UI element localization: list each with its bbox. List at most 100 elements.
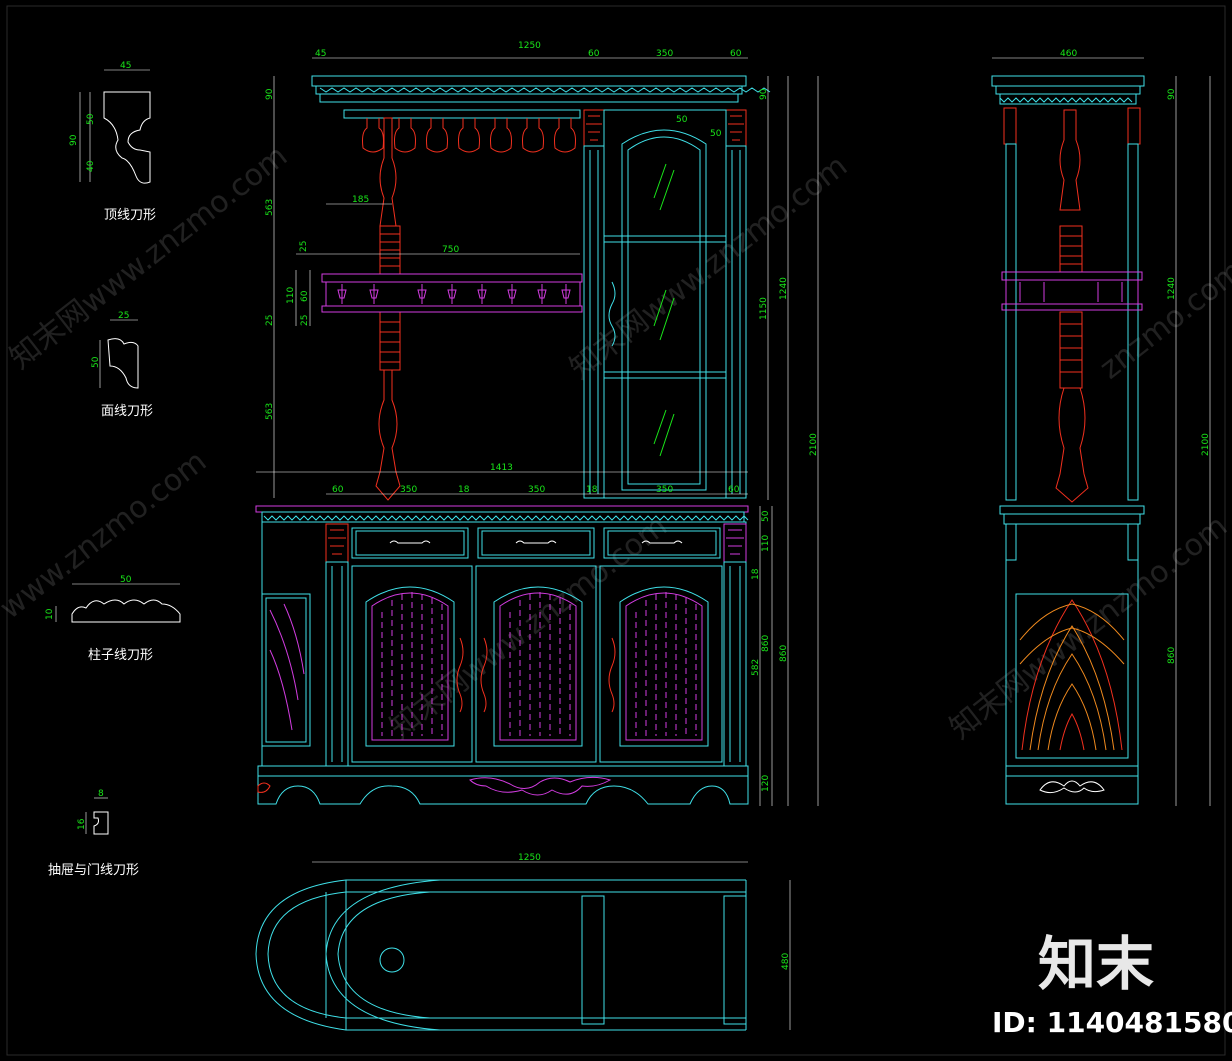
carved-capital	[725, 109, 747, 147]
dim-text: 460	[1060, 49, 1077, 59]
dim-text: 350	[400, 485, 417, 495]
profile-label: 顶线刀形	[104, 208, 156, 223]
profile-top-line: 45 90 50 40 顶线刀形	[69, 61, 156, 223]
drawer-door-profile-shape	[93, 811, 109, 835]
plan-column	[581, 895, 605, 1025]
dim-text: 1250	[518, 853, 541, 863]
door[interactable]	[599, 565, 723, 763]
dim-text: 90	[69, 134, 79, 146]
dim-text: 350	[656, 49, 673, 59]
watermark-text: www.znzmo.com	[0, 444, 213, 626]
drawer-front[interactable]	[477, 527, 595, 559]
wood-grain	[269, 603, 305, 731]
dim-text: 60	[730, 49, 742, 59]
profile-label: 柱子线刀形	[88, 648, 153, 663]
pilaster	[583, 145, 605, 499]
drawer-front[interactable]	[351, 527, 469, 559]
drawers	[351, 527, 721, 559]
dim-text: 350	[656, 485, 673, 495]
cabinet-doors	[351, 565, 723, 763]
wood-grain	[1019, 599, 1125, 751]
dim-text: 860	[779, 645, 789, 662]
glass-rack	[343, 109, 581, 119]
carved-capital	[1127, 107, 1141, 145]
dim-text: 350	[528, 485, 545, 495]
crown-molding	[311, 75, 771, 103]
dim-text: 8	[98, 789, 104, 799]
dim-text: 25	[118, 311, 129, 321]
plinth	[257, 765, 749, 805]
door-handle[interactable]	[608, 637, 616, 713]
side-elevation: 460	[991, 49, 1211, 806]
dim-text: 860	[1167, 647, 1177, 664]
dim-text: 10	[45, 608, 55, 620]
counter-top	[255, 505, 749, 513]
dim-text: 50	[676, 115, 688, 125]
profile-face-line: 25 50 面线刀形	[91, 311, 153, 419]
door-handle[interactable]	[456, 637, 464, 713]
profile-label: 面线刀形	[101, 404, 153, 419]
face-line-profile-shape	[107, 338, 139, 389]
carved-capital	[1003, 107, 1017, 145]
dim-text: 45	[315, 49, 326, 59]
turned-column	[375, 117, 401, 501]
dim-text: 60	[728, 485, 740, 495]
profile-label: 抽屉与门线刀形	[48, 863, 139, 878]
dim-text: 60	[588, 49, 600, 59]
glass-door: 50 50	[603, 109, 727, 499]
dim-text: 25	[265, 315, 275, 326]
drawer-front[interactable]	[603, 527, 721, 559]
drawer-handle[interactable]	[389, 540, 431, 544]
door[interactable]	[475, 565, 597, 763]
watermarks: 知末网www.znzmo.com 知末网www.znzmo.com www.zn…	[0, 138, 1232, 746]
column-line-profile-shape	[71, 599, 181, 623]
dim-text: 1250	[518, 41, 541, 51]
dim-text: 582	[751, 659, 761, 676]
dim-text: 563	[265, 199, 275, 216]
drawer-handle[interactable]	[515, 540, 557, 544]
carved-capital	[583, 109, 605, 147]
dim-text: 45	[120, 61, 131, 71]
dim-text: 2100	[1201, 433, 1211, 456]
door[interactable]	[351, 565, 473, 763]
dim-text: 40	[86, 160, 96, 172]
dim-text: 750	[442, 245, 459, 255]
dim-text: 90	[265, 88, 275, 100]
dim-text: 2100	[809, 433, 819, 456]
plan-column	[723, 895, 747, 1025]
dim-text: 18	[586, 485, 598, 495]
watermark-text: 知末网www.znzmo.com	[383, 508, 674, 746]
dim-text: 18	[458, 485, 470, 495]
dim-text: 90	[1167, 88, 1177, 100]
drawer-handle[interactable]	[641, 540, 683, 544]
dim-text: 50	[761, 510, 771, 522]
id-label: ID: 1140481580	[992, 1006, 1232, 1039]
dim-text: 16	[77, 818, 87, 830]
dim-text: 50	[120, 575, 132, 585]
watermark-text: 知末网www.znzmo.com	[563, 148, 854, 386]
dim-text: 25	[300, 315, 310, 326]
front-elevation: 1250 45 60 350 60	[255, 41, 819, 806]
dim-text: 25	[299, 241, 309, 252]
dim-text: 110	[761, 535, 771, 552]
dim-text: 110	[286, 287, 296, 304]
dim-text: 90	[759, 88, 769, 100]
dim-text: 185	[352, 195, 369, 205]
carved-apron	[469, 776, 612, 796]
plan-view: 1250 480	[255, 853, 791, 1031]
dim-text: 50	[710, 129, 722, 139]
dim-text: 50	[86, 113, 96, 125]
dim-text: 60	[300, 290, 310, 302]
side-panel	[1015, 593, 1129, 759]
dim-text: 860	[761, 635, 771, 652]
profile-column-line: 50 10 柱子线刀形	[45, 575, 181, 663]
plan-hole	[379, 947, 405, 973]
profile-drawer-door-line: 8 16 抽屉与门线刀形	[48, 789, 139, 878]
pilaster	[725, 145, 747, 499]
dim-text: 1150	[759, 297, 769, 320]
carved-apron	[1039, 780, 1105, 794]
door-handle[interactable]	[480, 637, 488, 713]
dim-text: 480	[781, 953, 791, 970]
top-line-profile-shape	[103, 91, 151, 184]
